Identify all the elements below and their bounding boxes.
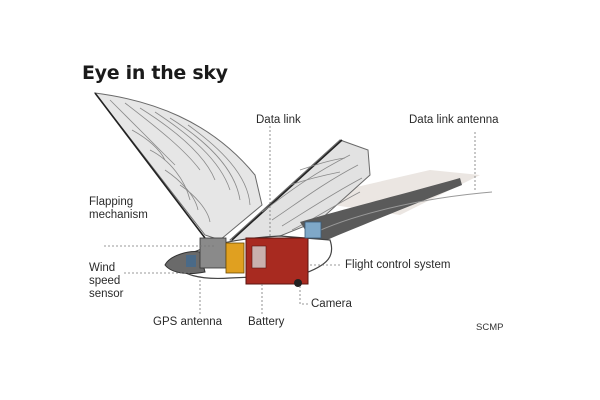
label-wind-line3: sensor <box>89 288 124 300</box>
battery-pack <box>225 242 245 274</box>
label-battery: Battery <box>248 316 285 328</box>
label-flapping-mechanism: Flapping mechanism <box>89 196 148 222</box>
diagram-title: Eye in the sky <box>82 62 228 84</box>
flapping-mechanism-housing <box>199 237 227 269</box>
internal-components <box>186 221 322 287</box>
leader-lines <box>104 126 476 314</box>
label-flapping-line1: Flapping <box>89 196 134 208</box>
label-gps-antenna: GPS antenna <box>153 316 223 328</box>
camera-lens <box>294 279 302 287</box>
label-wind-speed-sensor: Wind speed sensor <box>89 262 124 301</box>
wind-sensor-port <box>186 255 196 267</box>
rear-shadow <box>300 170 480 215</box>
label-flapping-line2: mechanism <box>89 209 148 221</box>
label-data-link: Data link <box>256 114 301 126</box>
flight-control-panel <box>251 245 267 269</box>
left-wing <box>93 92 263 241</box>
data-link-module <box>304 221 322 239</box>
label-wind-line1: Wind <box>89 262 116 274</box>
label-wind-line2: speed <box>89 275 121 287</box>
label-camera: Camera <box>311 298 352 310</box>
label-flight-control-system: Flight control system <box>345 259 451 271</box>
label-data-link-antenna: Data link antenna <box>409 114 499 126</box>
credit-label: SCMP <box>476 322 504 333</box>
